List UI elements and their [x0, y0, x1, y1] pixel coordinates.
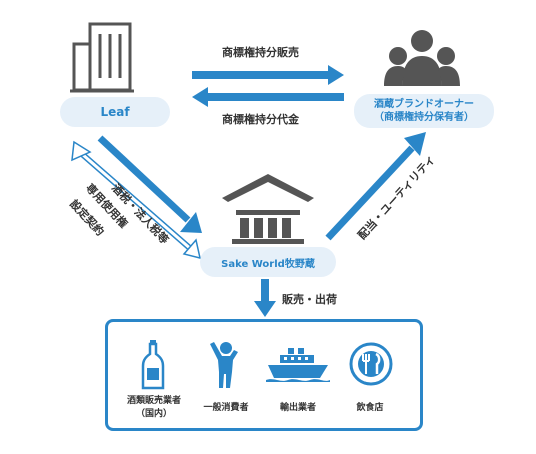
leaf-node: Leaf	[60, 97, 170, 127]
arrow-diagonal-license	[71, 140, 201, 260]
arrow-right-sale	[192, 65, 344, 85]
customer-label: 酒類販売業者 （国内）	[114, 395, 194, 421]
sakeworld-label: Sake World牧野蔵	[221, 258, 315, 270]
owner-node: 酒蔵ブランドオーナー （商標権持分保有者）	[354, 94, 494, 128]
arrow-left-payment	[192, 87, 344, 107]
sakeworld-node: Sake World牧野蔵	[200, 247, 336, 277]
owner-label-line2: （商標権持分保有者）	[374, 112, 474, 123]
classical-building-icon	[222, 174, 314, 244]
restaurant-icon	[349, 342, 393, 386]
customer-label-line1: 飲食店	[356, 403, 384, 413]
customers-box	[105, 319, 423, 431]
office-building-icon	[70, 22, 134, 93]
customer-label-line2: （国内）	[135, 409, 172, 419]
arrow-down-shipping	[254, 279, 276, 317]
bottle-icon	[141, 340, 165, 390]
payment-label: 商標権持分代金	[222, 113, 299, 126]
sell-ship-label: 販売・出荷	[282, 293, 337, 306]
people-group-icon	[384, 30, 460, 86]
customer-label-line1: 一般消費者	[203, 403, 249, 413]
customer-label: 輸出業者	[258, 402, 338, 415]
customer-label: 飲食店	[330, 402, 410, 415]
leaf-label: Leaf	[100, 105, 130, 119]
person-icon	[210, 342, 238, 388]
customer-label-line1: 酒類販売業者	[126, 396, 181, 406]
customer-label: 一般消費者	[186, 402, 266, 415]
arrow-diagonal-tax	[97, 135, 202, 233]
owner-label-line1: 酒蔵ブランドオーナー	[374, 99, 474, 110]
sale-label: 商標権持分販売	[222, 46, 299, 59]
ship-icon	[266, 348, 330, 382]
arrow-diagonal-dividend	[325, 132, 426, 241]
customer-label-line1: 輸出業者	[279, 403, 316, 413]
